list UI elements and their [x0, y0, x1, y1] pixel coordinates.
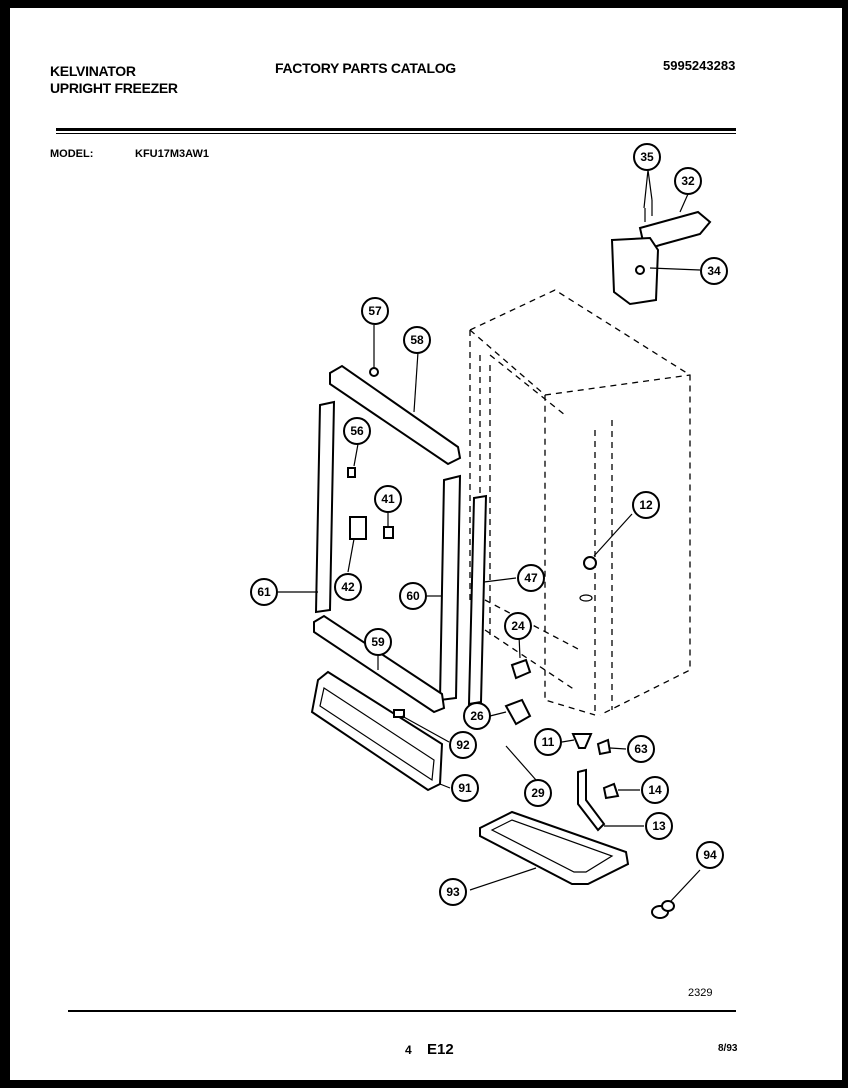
page-number: 4: [405, 1043, 412, 1057]
svg-text:41: 41: [381, 492, 395, 506]
top-hinge-assembly: [610, 200, 712, 306]
top-door-gasket: [329, 364, 462, 466]
svg-text:34: 34: [707, 264, 721, 278]
svg-text:91: 91: [458, 781, 472, 795]
svg-text:58: 58: [410, 333, 424, 347]
callout-26: 26: [463, 702, 491, 730]
svg-text:57: 57: [368, 304, 382, 318]
svg-text:93: 93: [446, 885, 460, 899]
callout-91: 91: [451, 774, 479, 802]
callout-92: 92: [449, 731, 477, 759]
svg-text:61: 61: [257, 585, 271, 599]
callout-93: 93: [439, 878, 467, 906]
callout-12: 12: [632, 491, 660, 519]
callout-32: 32: [674, 167, 702, 195]
svg-text:60: 60: [406, 589, 420, 603]
screw-63: [596, 738, 612, 756]
drain-pan: [479, 810, 630, 885]
svg-text:32: 32: [681, 174, 695, 188]
fitting-94: [651, 900, 675, 919]
svg-text:13: 13: [652, 819, 666, 833]
header-rule-top: [56, 128, 736, 131]
button-41: [383, 526, 394, 539]
drain-fitting-11: [571, 733, 593, 749]
clip-14: [602, 782, 620, 800]
svg-text:29: 29: [531, 786, 545, 800]
section-code: E12: [427, 1041, 454, 1058]
screw-57: [369, 367, 379, 377]
trim-strip-47: [467, 494, 488, 706]
bottom-door-gasket: [313, 614, 446, 714]
product-name: UPRIGHT FREEZER: [50, 80, 178, 96]
clip-92: [393, 709, 405, 718]
svg-text:59: 59: [371, 635, 385, 649]
callout-61: 61: [250, 578, 278, 606]
model-label: MODEL:: [50, 148, 94, 160]
callout-56: 56: [343, 417, 371, 445]
cabinet-outline: 35 32 34 57 58 56 41 42 61 60 12 47 24 5…: [250, 143, 728, 919]
svg-text:26: 26: [470, 709, 484, 723]
svg-text:42: 42: [341, 580, 355, 594]
callout-58: 58: [403, 326, 431, 354]
svg-text:11: 11: [542, 735, 555, 749]
nut-12: [583, 556, 597, 570]
callout-14: 14: [641, 776, 669, 804]
svg-text:56: 56: [350, 424, 364, 438]
leader-lines: [278, 169, 701, 903]
revision-date: 8/93: [718, 1043, 738, 1054]
callout-34: 34: [700, 257, 728, 285]
callout-11: 11: [534, 728, 562, 756]
left-door-gasket: [314, 400, 336, 614]
callout-41: 41: [374, 485, 402, 513]
svg-text:63: 63: [634, 742, 648, 756]
valve-26: [504, 698, 532, 726]
callout-94: 94: [696, 841, 724, 869]
callout-63: 63: [627, 735, 655, 763]
svg-text:12: 12: [639, 498, 653, 512]
catalog-title: FACTORY PARTS CATALOG: [275, 60, 456, 76]
svg-text:92: 92: [456, 738, 470, 752]
header-rule-bottom: [56, 133, 736, 134]
callout-42: 42: [334, 573, 362, 601]
callout-60: 60: [399, 582, 427, 610]
catalog-page: KELVINATOR UPRIGHT FREEZER FACTORY PARTS…: [10, 8, 842, 1080]
callout-35: 35: [633, 143, 661, 171]
brand-name: KELVINATOR: [50, 63, 136, 79]
figure-number: 2329: [688, 987, 713, 999]
callout-59: 59: [364, 628, 392, 656]
svg-text:14: 14: [648, 783, 662, 797]
bracket-24: [510, 658, 532, 680]
svg-text:94: 94: [703, 848, 717, 862]
callout-29: 29: [524, 779, 552, 807]
callout-13: 13: [645, 812, 673, 840]
svg-text:35: 35: [640, 150, 654, 164]
callout-24: 24: [504, 612, 532, 640]
model-value: KFU17M3AW1: [135, 148, 209, 160]
svg-text:47: 47: [524, 571, 538, 585]
brand-block: KELVINATOR UPRIGHT FREEZER: [50, 63, 178, 97]
footer-rule: [68, 1010, 736, 1012]
clip-56: [347, 467, 356, 478]
document-number: 5995243283: [663, 58, 736, 73]
svg-text:24: 24: [511, 619, 525, 633]
right-door-gasket: [438, 474, 462, 702]
switch-42: [349, 516, 367, 540]
drain-hose-13: [577, 768, 606, 832]
callout-57: 57: [361, 297, 389, 325]
callout-47: 47: [517, 564, 545, 592]
